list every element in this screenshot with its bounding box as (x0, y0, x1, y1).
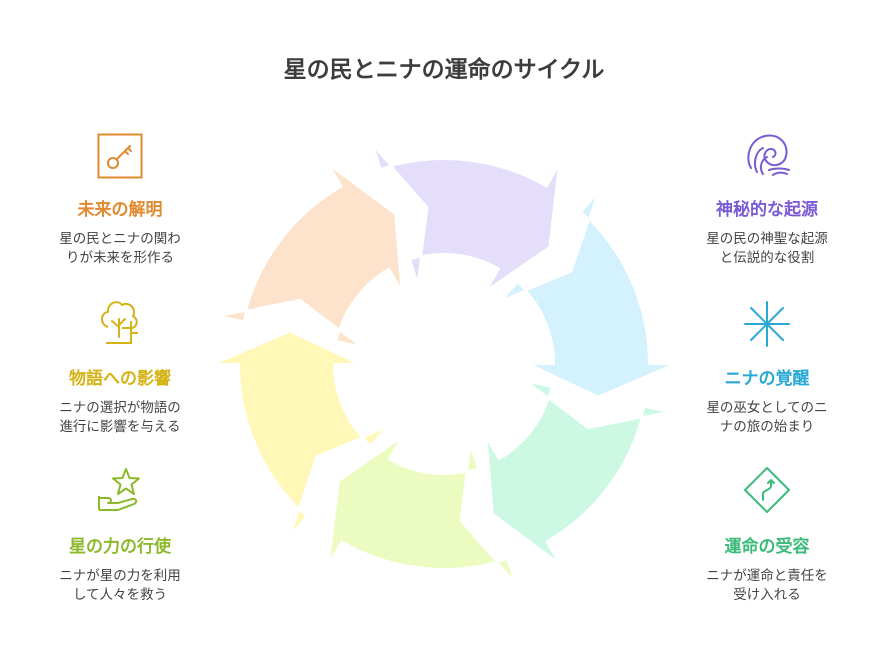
desc-line: 星の巫女としてのニ (706, 400, 828, 416)
item-star-power: 星の力の行使 ニナが星の力を利用 して人々を救う (25, 532, 215, 605)
item-description: 星の民の神聖な起源 と伝説的な役割 (672, 230, 862, 268)
road-sign-icon (743, 466, 791, 518)
item-awakening: ニナの覚醒 星の巫女としてのニ ナの旅の始まり (672, 364, 862, 437)
desc-line: 受け入れる (733, 587, 801, 603)
segment-star-power (328, 436, 517, 584)
item-heading: 物語への影響 (69, 369, 171, 389)
item-origin: 神秘的な起源 星の民の神聖な起源 と伝説的な役割 (672, 195, 862, 268)
tree-icon (96, 297, 142, 353)
item-description: 星の民とニナの関わ りが未来を形作る (25, 230, 215, 268)
item-story-impact: 物語への影響 ニナの選択が物語の 進行に影響を与える (25, 364, 215, 437)
swirl-icon (743, 130, 793, 184)
desc-line: りが未来を形作る (66, 250, 174, 266)
item-heading: 神秘的な起源 (716, 200, 818, 220)
item-heading: 未来の解明 (77, 200, 163, 220)
segment-acceptance (485, 380, 670, 565)
item-description: ニナが運命と責任を 受け入れる (672, 567, 862, 605)
key-icon (97, 133, 143, 183)
item-acceptance: 運命の受容 ニナが運命と責任を 受け入れる (672, 532, 862, 605)
item-heading: 星の力の行使 (69, 537, 171, 557)
desc-line: 進行に影響を与える (59, 419, 181, 435)
item-description: ニナが星の力を利用 して人々を救う (25, 567, 215, 605)
segment-origin (371, 144, 560, 292)
desc-line: ニナが星の力を利用 (59, 568, 181, 584)
item-description: ニナの選択が物語の 進行に影響を与える (25, 399, 215, 437)
desc-line: ニナが運命と責任を (706, 568, 828, 584)
sparkle-icon (743, 300, 791, 352)
desc-line: ナの旅の始まり (719, 419, 815, 435)
desc-line: 星の民の神聖な起源 (706, 231, 828, 247)
desc-line: 星の民とニナの関わ (59, 231, 181, 247)
segment-future (218, 163, 403, 348)
segment-awakening (499, 192, 675, 398)
desc-line: して人々を救う (72, 587, 168, 603)
item-heading: 運命の受容 (724, 537, 810, 557)
item-future: 未来の解明 星の民とニナの関わ りが未来を形作る (25, 195, 215, 268)
item-heading: ニナの覚醒 (724, 369, 810, 389)
segment-story-impact (213, 330, 389, 536)
star-hand-icon (96, 466, 144, 518)
page-title: 星の民とニナの運命のサイクル (283, 57, 605, 83)
desc-line: と伝説的な役割 (719, 250, 815, 266)
desc-line: ニナの選択が物語の (59, 400, 181, 416)
item-description: 星の巫女としてのニ ナの旅の始まり (672, 399, 862, 437)
